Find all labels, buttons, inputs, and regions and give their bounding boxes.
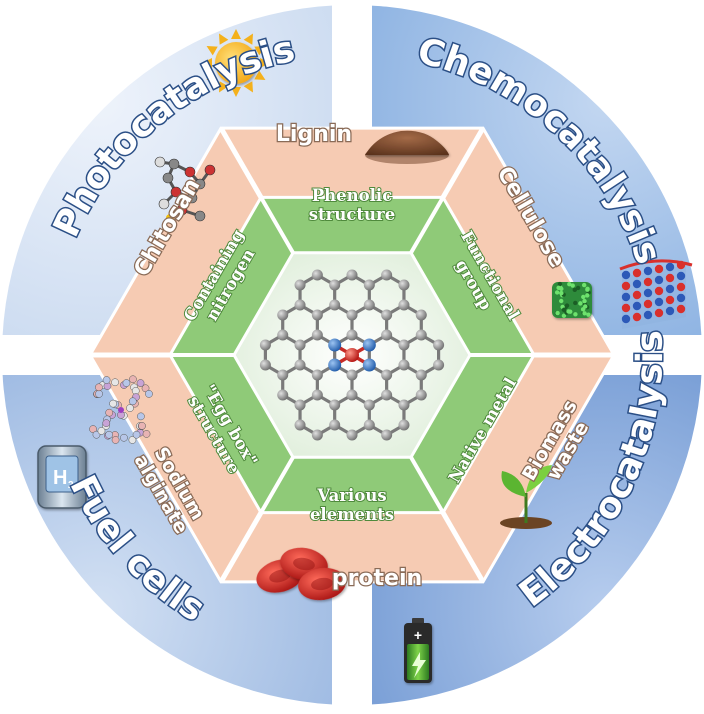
feature-label-1: Phenolicstructure bbox=[309, 186, 395, 224]
feature-line2: structure bbox=[309, 205, 395, 224]
carbon-atom bbox=[381, 270, 392, 281]
carbon-atom bbox=[295, 280, 306, 291]
carbon-atom bbox=[295, 400, 306, 411]
carbon-atom bbox=[347, 370, 358, 381]
carbon-atom bbox=[416, 330, 427, 341]
carbon-atom bbox=[433, 360, 444, 371]
carbon-atom bbox=[295, 340, 306, 351]
nitrogen-atom bbox=[363, 339, 376, 352]
carbon-atom bbox=[312, 310, 323, 321]
carbon-atom bbox=[347, 270, 358, 281]
carbon-atom bbox=[398, 400, 409, 411]
source-label-4: protein bbox=[332, 566, 422, 591]
carbon-atom bbox=[381, 430, 392, 441]
carbon-atom bbox=[295, 300, 306, 311]
carbon-atom bbox=[416, 390, 427, 401]
carbon-atom bbox=[312, 330, 323, 341]
carbon-atom bbox=[398, 360, 409, 371]
carbon-atom bbox=[277, 370, 288, 381]
carbon-atom bbox=[277, 330, 288, 341]
carbon-atom bbox=[347, 430, 358, 441]
carbon-atom bbox=[381, 390, 392, 401]
carbon-atom bbox=[398, 420, 409, 431]
nitrogen-atom bbox=[328, 339, 341, 352]
nitrogen-atom bbox=[328, 359, 341, 372]
carbon-atom bbox=[398, 300, 409, 311]
carbon-atom bbox=[277, 390, 288, 401]
carbon-atom bbox=[364, 420, 375, 431]
carbon-atom bbox=[312, 370, 323, 381]
carbon-atom bbox=[381, 370, 392, 381]
source-label-1: Lignin bbox=[276, 122, 352, 147]
carbon-atom bbox=[295, 420, 306, 431]
source-name: Lignin bbox=[276, 122, 352, 147]
carbon-atom bbox=[329, 280, 340, 291]
carbon-atom bbox=[329, 400, 340, 411]
carbon-atom bbox=[277, 310, 288, 321]
feature-line2: elements bbox=[310, 505, 394, 524]
feature-line1: Phenolic bbox=[312, 186, 393, 205]
cellulose-network-icon bbox=[552, 282, 592, 318]
carbon-atom bbox=[381, 330, 392, 341]
carbon-atom bbox=[312, 270, 323, 281]
carbon-atom bbox=[312, 430, 323, 441]
feature-label-4: Variouselements bbox=[310, 486, 394, 524]
carbon-atom bbox=[416, 370, 427, 381]
carbon-atom bbox=[398, 280, 409, 291]
carbon-atom bbox=[347, 330, 358, 341]
carbon-atom bbox=[347, 310, 358, 321]
carbon-atom bbox=[433, 340, 444, 351]
carbon-atom bbox=[364, 400, 375, 411]
carbon-atom bbox=[295, 360, 306, 371]
carbon-atom bbox=[347, 390, 358, 401]
feature-line1: Various bbox=[316, 486, 386, 505]
carbon-atom bbox=[260, 340, 271, 351]
source-name: protein bbox=[332, 566, 422, 591]
carbon-atom bbox=[260, 360, 271, 371]
carbon-atom bbox=[416, 310, 427, 321]
metal-atom bbox=[345, 348, 359, 362]
carbon-atom bbox=[329, 420, 340, 431]
carbon-atom bbox=[312, 390, 323, 401]
battery-icon: + bbox=[404, 618, 432, 683]
svg-text:+: + bbox=[414, 627, 422, 643]
carbon-atom bbox=[364, 280, 375, 291]
carbon-atom bbox=[381, 310, 392, 321]
carbon-atom bbox=[398, 340, 409, 351]
carbon-atom bbox=[329, 300, 340, 311]
nitrogen-atom bbox=[363, 359, 376, 372]
carbon-atom bbox=[364, 300, 375, 311]
